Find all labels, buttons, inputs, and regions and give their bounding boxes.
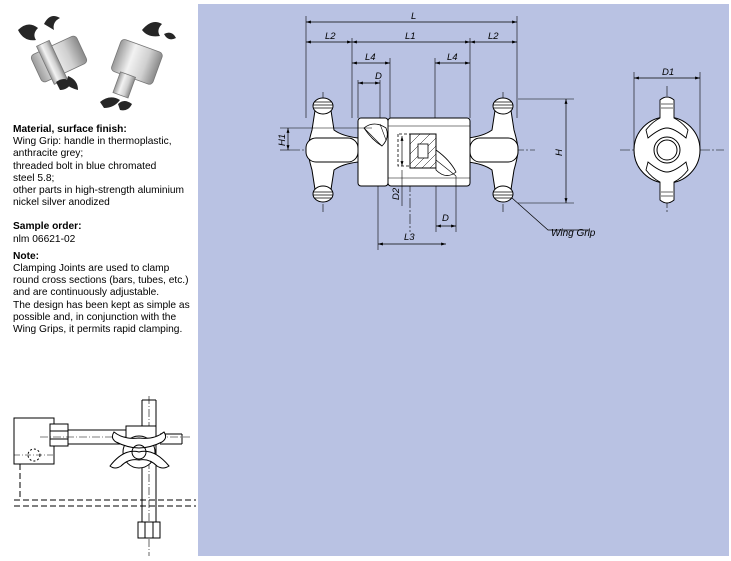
- material-line: anthracite grey;: [13, 148, 84, 160]
- material-line: Wing Grip: handle in thermoplastic,: [13, 136, 172, 148]
- dim-label-D-top: D: [375, 71, 382, 82]
- drawing-panel: L L2 L1 L2 L4 L4 D D1 D L3 Wing Grip H H…: [198, 4, 729, 556]
- product-description: Material, surface finish: Wing Grip: han…: [13, 124, 195, 336]
- dim-label-L1: L1: [405, 31, 416, 42]
- material-line: other parts in high-strength aluminium: [13, 185, 185, 197]
- note-line: and are continuously adjustable.: [13, 287, 160, 299]
- note-line: possible and, in conjunction with the: [13, 311, 177, 323]
- note-line: round cross sections (bars, tubes, etc.): [13, 275, 189, 287]
- dim-label-D-bottom: D: [442, 213, 449, 224]
- dim-label-H: H: [554, 149, 565, 156]
- product-photo: [18, 16, 176, 111]
- dim-label-L2-right: L2: [488, 31, 499, 42]
- dim-label-L4-right: L4: [447, 52, 458, 63]
- note-line: Wing Grips, it permits rapid clamping.: [13, 324, 183, 336]
- dim-label-L3: L3: [404, 232, 415, 243]
- end-view: [620, 72, 724, 214]
- dim-label-L4-left: L4: [365, 52, 376, 63]
- note-line: The design has been kept as simple as: [13, 299, 190, 311]
- dim-label-D1: D1: [662, 67, 674, 78]
- assembly-sketch: [13, 396, 196, 556]
- sample-order-heading: Sample order:: [13, 221, 82, 233]
- dim-label-L: L: [411, 11, 416, 22]
- dim-label-L2-left: L2: [325, 31, 336, 42]
- product-info-column: Material, surface finish: Wing Grip: han…: [0, 0, 196, 559]
- material-heading: Material, surface finish:: [13, 124, 127, 135]
- wing-grip-label: Wing Grip: [551, 228, 596, 239]
- note-heading: Note:: [13, 250, 40, 262]
- material-line: threaded bolt in blue chromated: [13, 160, 157, 172]
- technical-drawing: L L2 L1 L2 L4 L4 D D1 D L3 Wing Grip H H…: [277, 11, 724, 250]
- material-line: steel 5.8;: [13, 172, 55, 184]
- dim-label-D2: D2: [391, 187, 402, 200]
- material-line: nickel silver anodized: [13, 197, 110, 209]
- dim-label-H1: H1: [277, 134, 288, 146]
- note-line: Clamping Joints are used to clamp: [13, 263, 170, 275]
- side-view: [280, 16, 590, 250]
- sample-order-value: nlm 06621-02: [13, 233, 76, 245]
